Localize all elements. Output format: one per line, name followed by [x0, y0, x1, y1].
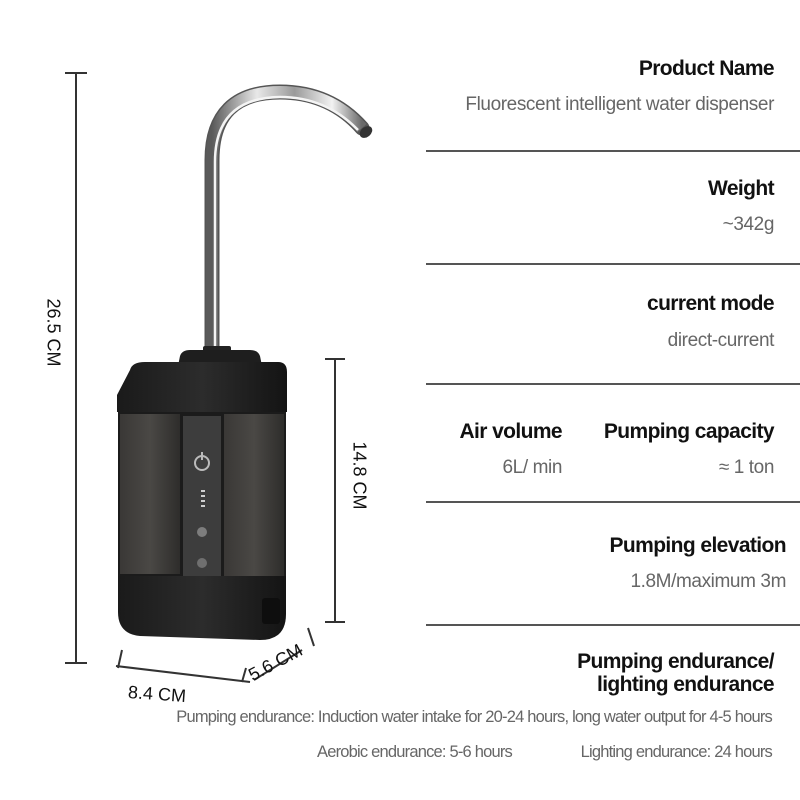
- divider: [426, 501, 800, 503]
- dimension-tick-bottom: [325, 621, 345, 623]
- pumping-elevation-title: Pumping elevation: [609, 534, 787, 557]
- light-button-icon: [197, 558, 207, 568]
- air-volume-title: Air volume: [459, 420, 562, 443]
- pumping-endurance-detail: Pumping endurance: Induction water intak…: [176, 708, 773, 726]
- aerobic-endurance-detail: Aerobic endurance: 5-6 hours: [317, 743, 513, 761]
- divider: [426, 263, 800, 265]
- width-label: 8.4 CM: [127, 682, 187, 707]
- dimension-tick-top: [325, 358, 345, 360]
- divider: [426, 150, 800, 152]
- weight-title: Weight: [707, 177, 775, 200]
- current-mode-title: current mode: [647, 292, 775, 315]
- lighting-endurance-detail: Lighting endurance: 24 hours: [580, 743, 773, 761]
- air-volume-value: 6L/ min: [502, 457, 562, 478]
- product-name-title: Product Name: [638, 57, 775, 80]
- dimension-tick-bottom: [65, 662, 87, 664]
- power-button-line: [201, 452, 203, 460]
- endurance-title-line1: Pumping endurance/: [577, 650, 775, 673]
- pumping-capacity-title: Pumping capacity: [603, 420, 775, 443]
- product-name-value: Fluorescent intelligent water dispenser: [465, 94, 774, 115]
- pumping-elevation-value: 1.8M/maximum 3m: [630, 571, 786, 592]
- endurance-title-line2: lighting endurance: [596, 673, 775, 696]
- total-height-label: 26.5 CM: [43, 298, 64, 367]
- divider: [426, 624, 800, 626]
- weight-value: ~342g: [722, 214, 775, 235]
- dimension-tick-top: [65, 72, 87, 74]
- mode-button-icon: [197, 527, 207, 537]
- body-height-dimension-line: [334, 358, 336, 622]
- divider: [426, 383, 800, 385]
- body-height-label: 14.8 CM: [349, 441, 370, 510]
- current-mode-value: direct-current: [667, 330, 775, 351]
- total-height-dimension-line: [75, 72, 77, 664]
- base-dimension-lines: [115, 627, 315, 683]
- water-dispenser-pump-image: [117, 84, 373, 640]
- pumping-capacity-value: ≈ 1 ton: [718, 457, 775, 478]
- product-illustration: 26.5 CM 14.8 CM 8.4 CM 5.6 CM: [0, 0, 420, 720]
- battery-level-indicator-icon: [201, 490, 205, 507]
